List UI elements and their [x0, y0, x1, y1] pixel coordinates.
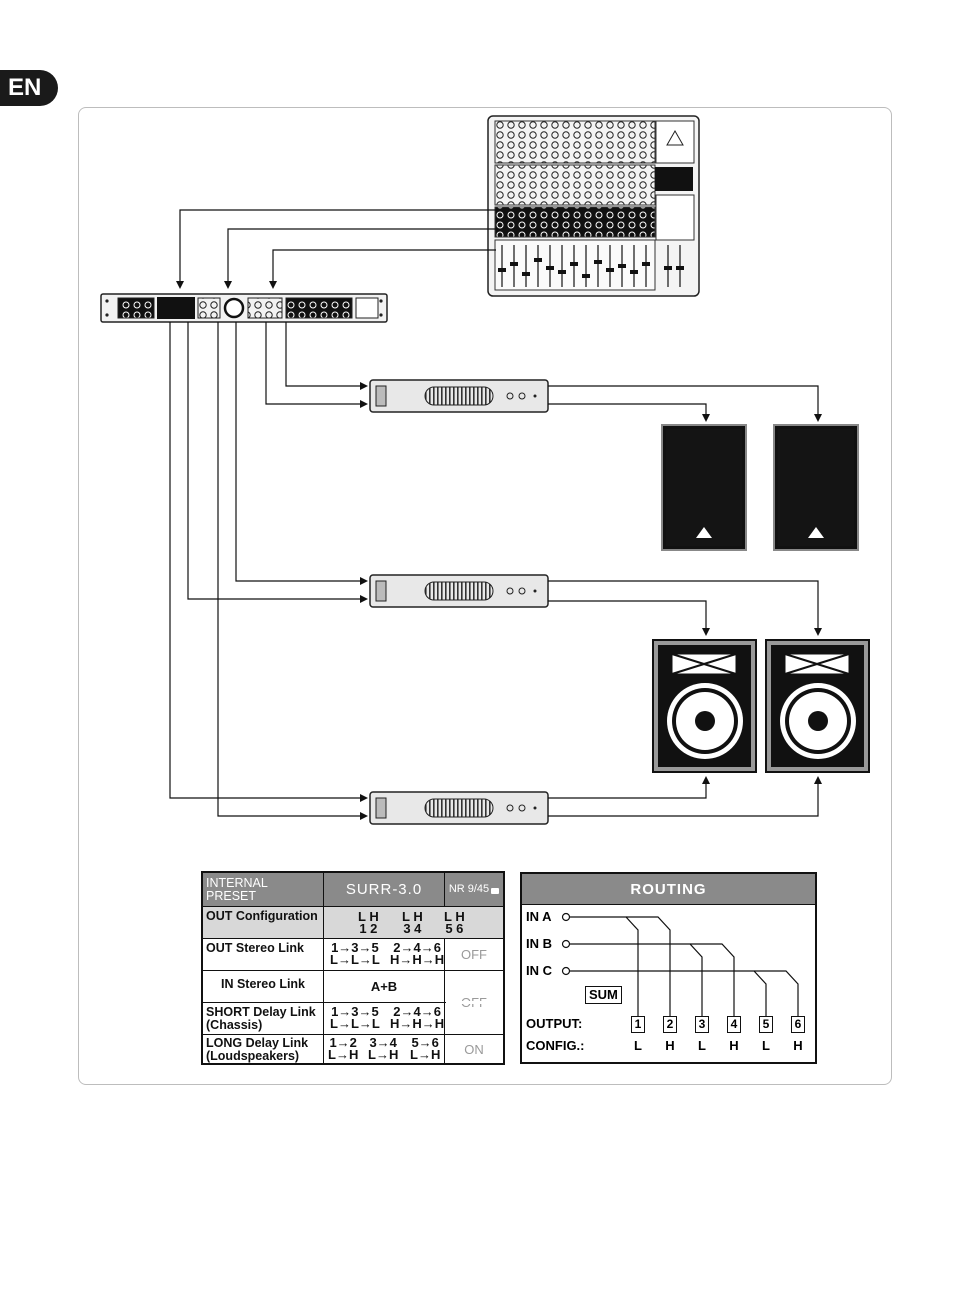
output-3-box: 3 [695, 1016, 709, 1033]
high-speaker-left [661, 424, 747, 551]
in-stereo-link-value: A+B [324, 971, 445, 1002]
preset-name: SURR-3.0 [324, 873, 445, 906]
output-5-box: 5 [759, 1016, 773, 1033]
output-6-box: 6 [791, 1016, 805, 1033]
config-3: L [698, 1038, 706, 1053]
config-label: CONFIG.: [526, 1038, 585, 1053]
row-label: IN Stereo Link [203, 971, 324, 1002]
out-stereo-link-status: OFF [461, 947, 487, 962]
preset-header-row: INTERNAL PRESET SURR-3.0 NR 9/45 [203, 873, 503, 907]
preset-table: INTERNAL PRESET SURR-3.0 NR 9/45 OUT Con… [201, 871, 505, 1065]
lock-icon [491, 887, 500, 894]
speaker-management-processor [100, 293, 388, 323]
power-amplifier-1 [369, 379, 549, 413]
config-2: H [665, 1038, 675, 1053]
high-speaker-right [773, 424, 859, 551]
output-2-box: 2 [663, 1016, 677, 1033]
input-c-label: IN C [526, 963, 552, 978]
power-amplifier-2 [369, 574, 549, 608]
routing-title: ROUTING [522, 874, 815, 905]
mixer-console [487, 115, 700, 297]
row-label: LONG Delay Link(Loudspeakers) [203, 1035, 324, 1063]
config-6: H [793, 1038, 803, 1053]
sum-badge: SUM [585, 986, 622, 1004]
connection-diagram [100, 115, 870, 825]
low-speaker-right [765, 639, 870, 773]
output-4-box: 4 [727, 1016, 741, 1033]
config-5: L [762, 1038, 770, 1053]
row-label: OUT Configuration [203, 907, 324, 938]
language-tab: EN [0, 70, 58, 106]
diagram-frame [78, 107, 892, 1085]
row-label: SHORT Delay Link(Chassis) [203, 1003, 324, 1034]
signal-cables [169, 209, 822, 820]
in-stereo-link-row: IN Stereo Link A+B [203, 971, 503, 1003]
routing-panel: ROUTING IN A IN B IN C SUM OUTPUT: CONFI… [520, 872, 817, 1064]
input-b-label: IN B [526, 936, 552, 951]
input-a-label: IN A [526, 909, 552, 924]
power-amplifier-3 [369, 791, 549, 825]
output-1-box: 1 [631, 1016, 645, 1033]
merge-mask [446, 1001, 503, 1004]
config-1: L [634, 1038, 642, 1053]
row-label: OUT Stereo Link [203, 939, 324, 970]
routing-lines [561, 912, 799, 1016]
low-speaker-left [652, 639, 757, 773]
preset-header-label: INTERNAL PRESET [203, 873, 324, 906]
config-4: H [729, 1038, 739, 1053]
output-label: OUTPUT: [526, 1016, 583, 1031]
preset-number: NR 9/45 [445, 873, 503, 906]
long-delay-status: ON [464, 1041, 484, 1057]
